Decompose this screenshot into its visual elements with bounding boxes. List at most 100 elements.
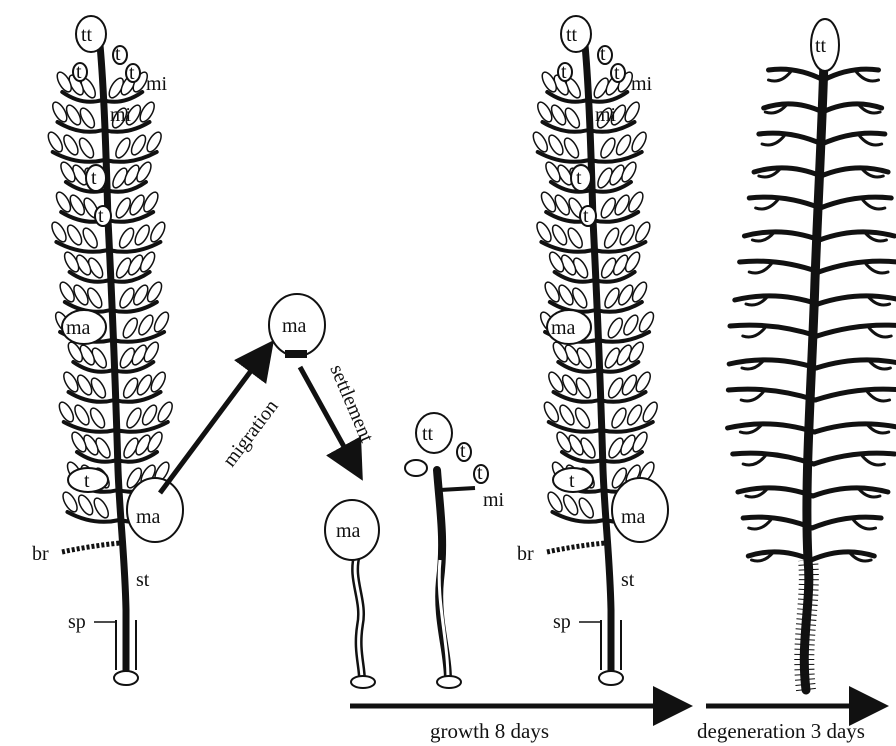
degenerating-twig: [868, 392, 890, 401]
leaf-hydranth: [124, 406, 144, 430]
degenerating-twig: [749, 520, 771, 529]
leaf-hydranth: [72, 403, 92, 427]
basal-branch-left: [62, 543, 120, 552]
degenerating-twig: [762, 136, 784, 145]
holdfast-left: [114, 671, 138, 685]
degenerating-branch: [817, 325, 896, 336]
holdfast-right: [599, 671, 623, 685]
degenerating-branch: [823, 104, 882, 112]
degenerating-twig: [743, 456, 765, 465]
degenerating-branch: [815, 389, 896, 400]
degenerating-branch: [744, 232, 819, 240]
leaf-hydranth: [76, 493, 96, 517]
leaf-hydranth: [117, 226, 137, 250]
leaf-hydranth: [80, 226, 100, 250]
degenerating-branch: [738, 488, 813, 496]
settled-holdfast: [351, 676, 375, 688]
branch: [549, 422, 601, 432]
leaf-hydranth: [65, 223, 85, 247]
leaf-hydranth: [625, 403, 645, 427]
leaf-hydranth: [629, 130, 649, 154]
branch: [64, 422, 116, 432]
leaf-hydranth: [144, 130, 164, 154]
label-sp-left: sp: [68, 611, 86, 633]
label-t-left-1: t: [115, 43, 121, 65]
hydranth-side-young: [405, 460, 427, 476]
label-mi-right-2: mi: [595, 104, 617, 126]
label-t-left-3: t: [129, 62, 135, 84]
leaf-hydranth: [49, 220, 69, 244]
degenerating-branch: [819, 232, 894, 240]
degenerating-branch: [814, 453, 895, 464]
label-t-right-3: t: [614, 62, 620, 84]
degenerating-branch: [759, 133, 822, 144]
young-holdfast: [437, 676, 461, 688]
leaf-hydranth: [136, 313, 156, 337]
degenerating-branch: [821, 168, 888, 176]
label-t-right-6: t: [569, 470, 575, 492]
label-ma-right-2: ma: [621, 506, 646, 528]
branch: [108, 242, 160, 252]
leaf-hydranth: [576, 496, 596, 520]
degenerating-branch: [813, 488, 888, 496]
degenerating-twig: [756, 200, 778, 209]
leaf-hydranth: [77, 136, 97, 160]
label-st-left: st: [136, 569, 150, 591]
leaf-hydranth: [609, 406, 629, 430]
leaf-hydranth: [602, 226, 622, 250]
label-tt-right: tt: [566, 24, 578, 46]
branch: [112, 332, 164, 342]
label-t-right-4: t: [576, 167, 582, 189]
degenerating-branch: [743, 517, 812, 528]
branch: [53, 152, 105, 162]
leaf-hydranth: [120, 316, 140, 340]
leaf-hydranth: [633, 220, 653, 244]
leaf-hydranth: [129, 133, 149, 157]
degenerating-branch: [735, 296, 818, 304]
degenerating-twig: [768, 72, 790, 81]
degenerating-branch: [819, 261, 896, 272]
label-t-right-5: t: [583, 205, 589, 227]
degenerating-twig: [869, 328, 891, 337]
degenerating-branch: [818, 296, 896, 304]
branch: [601, 422, 653, 432]
degenerating-twig: [741, 392, 763, 401]
degenerating-twig: [863, 200, 885, 209]
label-br-left: br: [32, 543, 49, 565]
degenerating-twig: [856, 72, 878, 81]
label-t-young-1: t: [460, 440, 466, 462]
label-mi-left-2: mi: [110, 104, 132, 126]
label-settlement: settlement: [325, 361, 378, 446]
label-mi-left-1: mi: [146, 73, 168, 95]
degenerating-twig: [749, 264, 771, 273]
medusoid-base-detached: [285, 350, 307, 358]
degenerating-twig: [860, 136, 882, 145]
leaf-hydranth: [614, 133, 634, 157]
caption-degeneration: degeneration 3 days: [697, 719, 865, 743]
leaf-hydranth: [140, 403, 160, 427]
leaf-hydranth: [605, 316, 625, 340]
label-st-right: st: [621, 569, 635, 591]
branch: [541, 242, 593, 252]
leaf-hydranth: [60, 490, 80, 514]
degenerating-branch: [820, 197, 891, 208]
label-ma-right-1: ma: [551, 317, 576, 339]
branch: [116, 422, 168, 432]
label-t-right-1: t: [600, 43, 606, 65]
branch: [552, 512, 604, 522]
degenerating-branch: [811, 552, 874, 560]
branch: [593, 242, 645, 252]
mature-colony-left: tt t t t mi mi t t ma t ma br st sp: [32, 16, 183, 685]
degenerating-branch: [768, 69, 823, 80]
leaf-hydranth: [617, 223, 637, 247]
branch: [105, 152, 157, 162]
young-branch: [440, 488, 475, 490]
label-ma-left-2: ma: [136, 506, 161, 528]
degenerating-colony: tt: [728, 19, 896, 690]
degenerating-branch: [812, 517, 881, 528]
label-ma-left-1: ma: [66, 317, 91, 339]
label-tt-young: tt: [422, 423, 434, 445]
degenerating-branch: [733, 453, 814, 464]
leaf-hydranth: [561, 493, 581, 517]
